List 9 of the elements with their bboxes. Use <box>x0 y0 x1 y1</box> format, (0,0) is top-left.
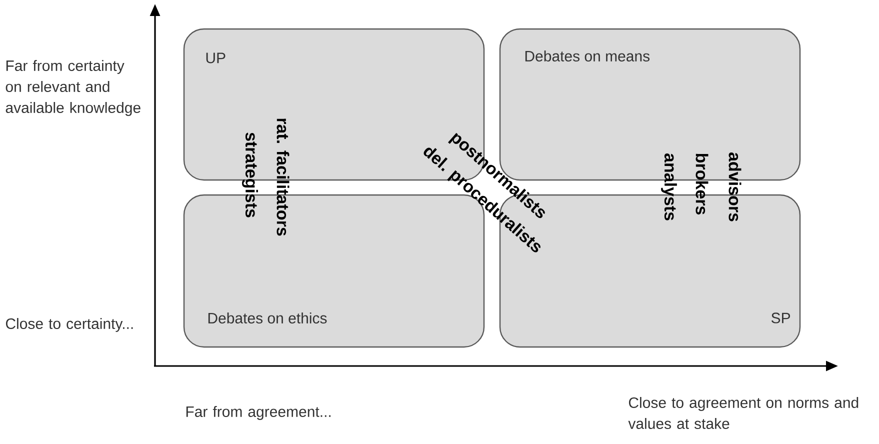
axis-label: Close to agreement on norms and values at stake <box>628 396 858 429</box>
rotated-label: strategists <box>242 132 258 218</box>
rotated-label: advisors <box>728 152 742 222</box>
rotated-label: analysts <box>661 153 677 220</box>
rotated-label: brokers <box>696 154 708 214</box>
axis-label: Far from certainty on relevant and available knowledge <box>6 60 140 116</box>
rotated-label: rat. facilitators <box>276 118 290 236</box>
axis-label: Close to certainty... <box>6 318 133 332</box>
axis-label: Far from agreement... <box>186 406 331 420</box>
